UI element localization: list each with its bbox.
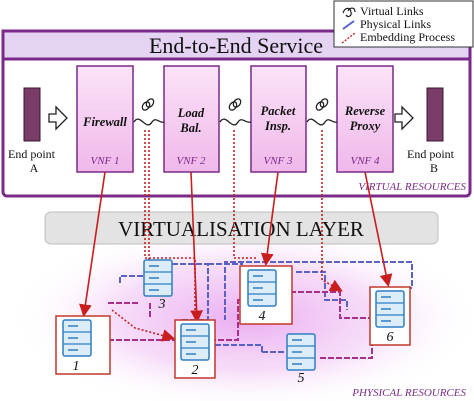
chain-link-icon bbox=[141, 98, 155, 111]
vnf-1-tag: VNF 1 bbox=[90, 155, 119, 167]
legend-embedding-process: Embedding Process bbox=[360, 30, 455, 44]
embed-vnf4-to-server6 bbox=[364, 171, 393, 288]
virtual-link-1-2 bbox=[133, 98, 165, 126]
chain-link-icon bbox=[228, 98, 242, 111]
legend-virtual-links: Virtual Links bbox=[360, 4, 424, 18]
virtualisation-layer-bar bbox=[44, 211, 439, 245]
vnf-2-name-line1: Load bbox=[177, 106, 205, 120]
embed-vlink12-branch bbox=[144, 130, 196, 320]
vnf-1-box bbox=[76, 65, 134, 173]
legend-physical-links: Physical Links bbox=[360, 17, 431, 31]
vnf-2-box bbox=[163, 65, 220, 173]
physical-resources-label: PHYSICAL RESOURCES bbox=[351, 387, 466, 399]
virtual-link-3-4 bbox=[306, 98, 338, 126]
arrow-endpoint-a bbox=[48, 105, 68, 131]
vnf-4: Reverse Proxy VNF 4 bbox=[336, 65, 394, 173]
embed-vnf3-to-server4 bbox=[260, 171, 279, 267]
vnf-3-name-line1: Packet bbox=[261, 104, 296, 118]
vnf-4-name-line1: Reverse bbox=[344, 104, 386, 118]
server-5: 5 bbox=[286, 333, 316, 386]
service-title: End-to-End Service bbox=[149, 33, 323, 58]
physical-link-icon bbox=[342, 20, 355, 30]
vnf-1-name: Firewall bbox=[82, 115, 127, 129]
server-6: 6 bbox=[369, 286, 411, 346]
server-4-label: 4 bbox=[259, 309, 266, 324]
chain-link-icon bbox=[315, 98, 329, 111]
endpoint-a bbox=[23, 87, 41, 142]
vnf-4-name-line2: Proxy bbox=[350, 119, 381, 133]
endpoint-b-line2: B bbox=[430, 161, 438, 175]
legend-box bbox=[333, 0, 474, 48]
virtual-link-2-3 bbox=[219, 98, 252, 126]
server-6-label: 6 bbox=[387, 330, 394, 345]
vnf-1: Firewall VNF 1 bbox=[76, 65, 134, 173]
vnf-4-tag: VNF 4 bbox=[350, 155, 380, 167]
server-2: 2 bbox=[174, 319, 216, 379]
arrow-endpoint-b bbox=[394, 105, 414, 131]
server-4: 4 bbox=[239, 265, 293, 325]
vnf-2-name-line2: Bal. bbox=[179, 121, 201, 135]
vnf-3: Packet Insp. VNF 3 bbox=[250, 65, 307, 173]
vnf-3-tag: VNF 3 bbox=[263, 155, 293, 167]
embed-vnf1-to-server1 bbox=[79, 171, 106, 318]
legend: Virtual Links Physical Links Embedding P… bbox=[333, 0, 474, 48]
virtual-resources-label: VIRTUAL RESOURCES bbox=[358, 181, 466, 193]
server-3: 3 bbox=[143, 259, 173, 312]
server-3-label: 3 bbox=[158, 297, 166, 312]
server-5-label: 5 bbox=[298, 371, 305, 386]
embedding-links bbox=[79, 130, 393, 342]
vnf-2-tag: VNF 2 bbox=[176, 155, 206, 167]
server-2-label: 2 bbox=[192, 363, 199, 378]
endpoint-b bbox=[426, 87, 444, 142]
embed-vnf2-to-server2 bbox=[190, 171, 204, 324]
embed-vlink23 bbox=[233, 130, 258, 259]
vnf-2: Load Bal. VNF 2 bbox=[163, 65, 220, 173]
virtual-link-icon bbox=[342, 7, 356, 18]
server-1-label: 1 bbox=[73, 359, 80, 374]
server-1: 1 bbox=[55, 315, 111, 375]
endpoint-b-line1: End point bbox=[407, 147, 455, 161]
embed-vlink34 bbox=[321, 130, 343, 292]
virtualisation-layer-label: VIRTUALISATION LAYER bbox=[118, 217, 364, 241]
vnf-3-box bbox=[250, 65, 307, 173]
vnf-3-name-line2: Insp. bbox=[264, 119, 291, 133]
embed-vlink12-to-server1 bbox=[111, 309, 176, 342]
endpoint-a-line2: A bbox=[30, 161, 39, 175]
endpoint-a-line1: End point bbox=[8, 147, 56, 161]
embedding-process-icon bbox=[341, 32, 356, 44]
